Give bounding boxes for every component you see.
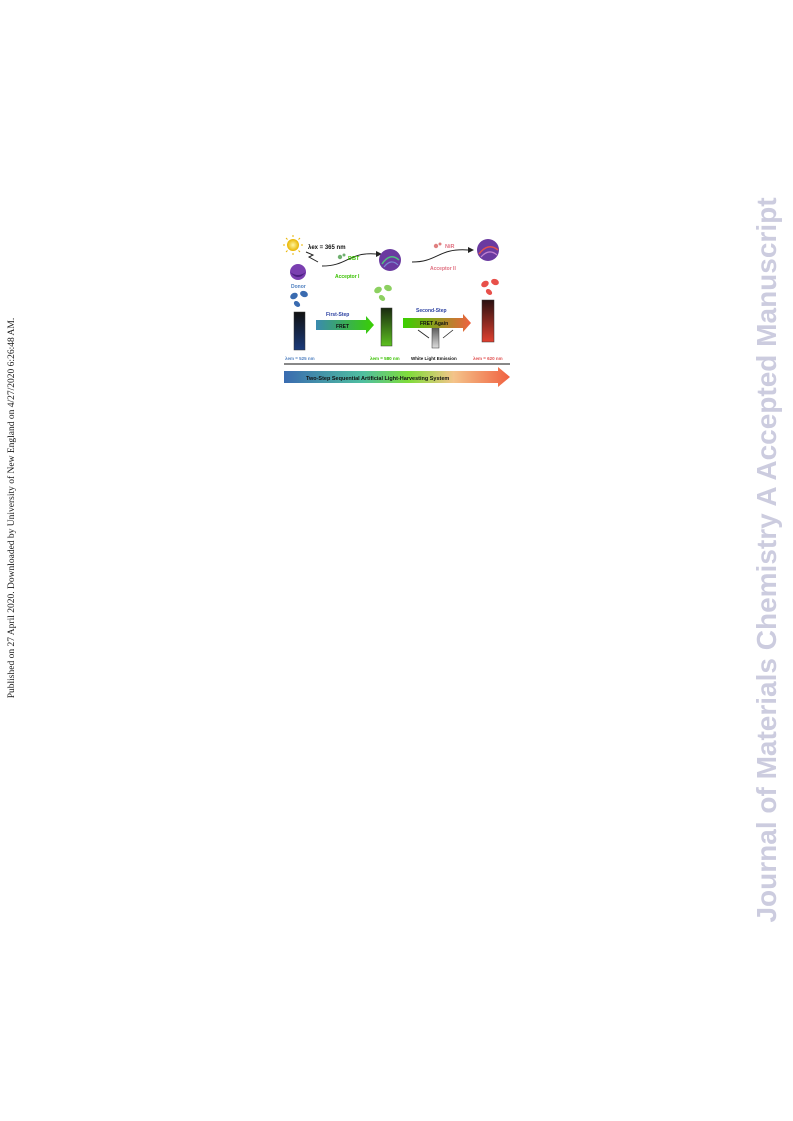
first-step-label: First-Step (326, 312, 349, 318)
banner-label: Two-Step Sequential Artificial Light-Har… (306, 376, 449, 382)
acceptor2-sphere-icon (477, 239, 499, 261)
em1-label: λem = 525 nm (285, 356, 315, 361)
em3-label: λem = 620 nm (473, 356, 503, 361)
arrow-to-acceptor2 (411, 249, 469, 263)
acceptor2-label: Acceptor II (430, 266, 456, 272)
arrow-to-acceptor1 (321, 253, 377, 267)
second-step-label: Second-Step (416, 308, 447, 314)
green-cuvette (380, 307, 393, 347)
em2-label: λem = 580 nm (370, 356, 400, 361)
fret-label: FRET (336, 324, 349, 330)
fret-again-label: FRET Again (420, 321, 448, 327)
first-step-arrow (316, 316, 374, 334)
dbt-icon (337, 253, 346, 260)
abstract-graphic: λex = 365 nm Donor DBT Acceptor I (283, 235, 510, 387)
white-light-label: White Light Emission (411, 356, 457, 361)
red-leaves-icon (481, 278, 499, 295)
system-banner (284, 367, 510, 387)
acceptor1-label: Acceptor I (335, 274, 360, 280)
acceptor1-sphere-icon (379, 249, 401, 271)
blue-leaves-icon (290, 290, 308, 307)
journal-watermark: Journal of Materials Chemistry A Accepte… (751, 197, 782, 923)
dbt-label: DBT (348, 256, 360, 262)
sun-icon (283, 235, 303, 255)
green-leaves-icon (374, 284, 392, 301)
lightning-icon (305, 251, 319, 263)
publication-note: Published on 27 April 2020. Downloaded b… (7, 317, 17, 699)
nir-label: NiR (445, 244, 455, 250)
excitation-label: λex = 365 nm (308, 245, 346, 251)
blue-cuvette (293, 311, 306, 351)
diag-arrow-left (417, 329, 430, 339)
red-cuvette (481, 299, 495, 343)
second-step-arrow (403, 314, 471, 332)
diag-arrow-right (442, 329, 454, 339)
graphical-abstract: λex = 365 nm Donor DBT Acceptor I (278, 230, 518, 392)
donor-label: Donor (291, 284, 306, 290)
donor-sphere-icon (290, 264, 306, 280)
nir-icon (433, 242, 442, 249)
